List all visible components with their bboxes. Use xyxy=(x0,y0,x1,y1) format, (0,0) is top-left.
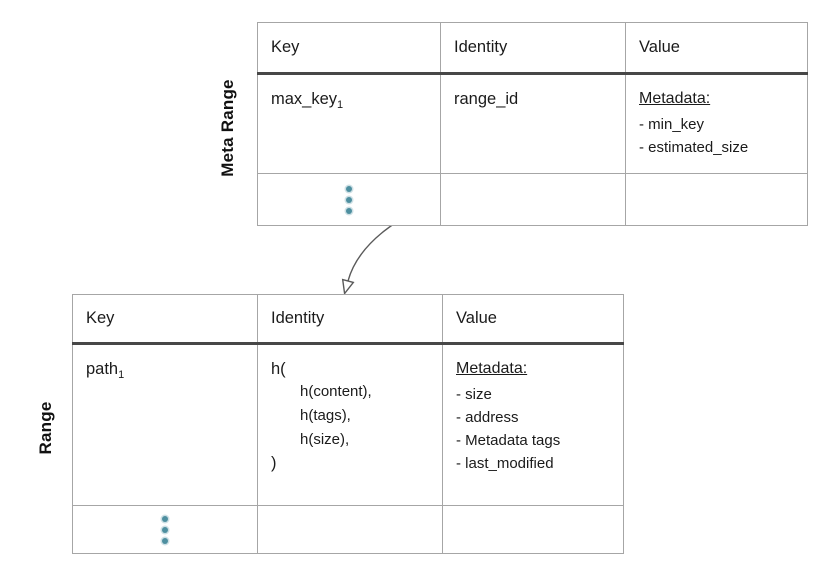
empty-cell xyxy=(440,173,626,226)
metadata-item: - size xyxy=(456,386,492,403)
empty-cell xyxy=(625,173,808,226)
meta-range-key-subscript: 1 xyxy=(337,99,344,111)
range-header-key: Key xyxy=(72,294,258,345)
meta-range-ellipsis-cell xyxy=(257,173,441,226)
meta-range-identity-cell: range_id xyxy=(440,73,626,174)
range-table: Key Identity Value path1 h( h(content), … xyxy=(72,294,624,554)
range-value-cell: Metadata: - size - address - Metadata ta… xyxy=(442,343,624,506)
metadata-item: - address xyxy=(456,409,519,426)
metadata-title: Metadata: xyxy=(639,90,711,107)
range-header-identity: Identity xyxy=(257,294,443,345)
hash-arg: h(content), xyxy=(300,383,372,400)
meta-range-table: Key Identity Value max_key1 range_id Met… xyxy=(257,22,808,226)
vertical-ellipsis-icon xyxy=(74,515,257,544)
metadata-title: Metadata: xyxy=(456,360,528,377)
range-key-cell: path1 xyxy=(72,343,258,506)
range-key-subscript: 1 xyxy=(118,369,125,381)
range-ellipsis-row xyxy=(72,505,624,554)
hash-open: h( xyxy=(271,360,286,378)
metadata-item: - Metadata tags xyxy=(456,432,561,449)
meta-range-key-cell: max_key1 xyxy=(257,73,441,174)
metadata-item: - estimated_size xyxy=(639,139,749,156)
range-data-row: path1 h( h(content), h(tags), h(size), )… xyxy=(72,343,624,506)
range-ellipsis-cell xyxy=(72,505,258,554)
meta-range-side-label: Meta Range xyxy=(218,79,237,177)
empty-cell xyxy=(442,505,624,554)
hash-close: ) xyxy=(271,454,277,472)
meta-range-ellipsis-row xyxy=(257,173,808,226)
range-identity-cell: h( h(content), h(tags), h(size), ) xyxy=(257,343,443,506)
range-header-row: Key Identity Value xyxy=(72,294,624,345)
metadata-item: - min_key xyxy=(639,116,705,133)
hash-arg: h(size), xyxy=(300,431,350,448)
meta-range-data-row: max_key1 range_id Metadata: - min_key - … xyxy=(257,73,808,174)
meta-range-header-value: Value xyxy=(625,22,808,75)
meta-range-header-row: Key Identity Value xyxy=(257,22,808,75)
hash-arg: h(tags), xyxy=(300,407,351,424)
meta-range-header-key: Key xyxy=(257,22,441,75)
meta-range-header-identity: Identity xyxy=(440,22,626,75)
empty-cell xyxy=(257,505,443,554)
metadata-item: - last_modified xyxy=(456,455,554,472)
meta-range-identity-text: range_id xyxy=(454,90,519,108)
range-side-label: Range xyxy=(36,401,55,455)
vertical-ellipsis-icon xyxy=(259,185,440,214)
meta-range-key-text: max_key xyxy=(271,90,338,108)
range-key-text: path xyxy=(86,360,119,378)
range-header-value: Value xyxy=(442,294,624,345)
meta-range-value-cell: Metadata: - min_key - estimated_size xyxy=(625,73,808,174)
